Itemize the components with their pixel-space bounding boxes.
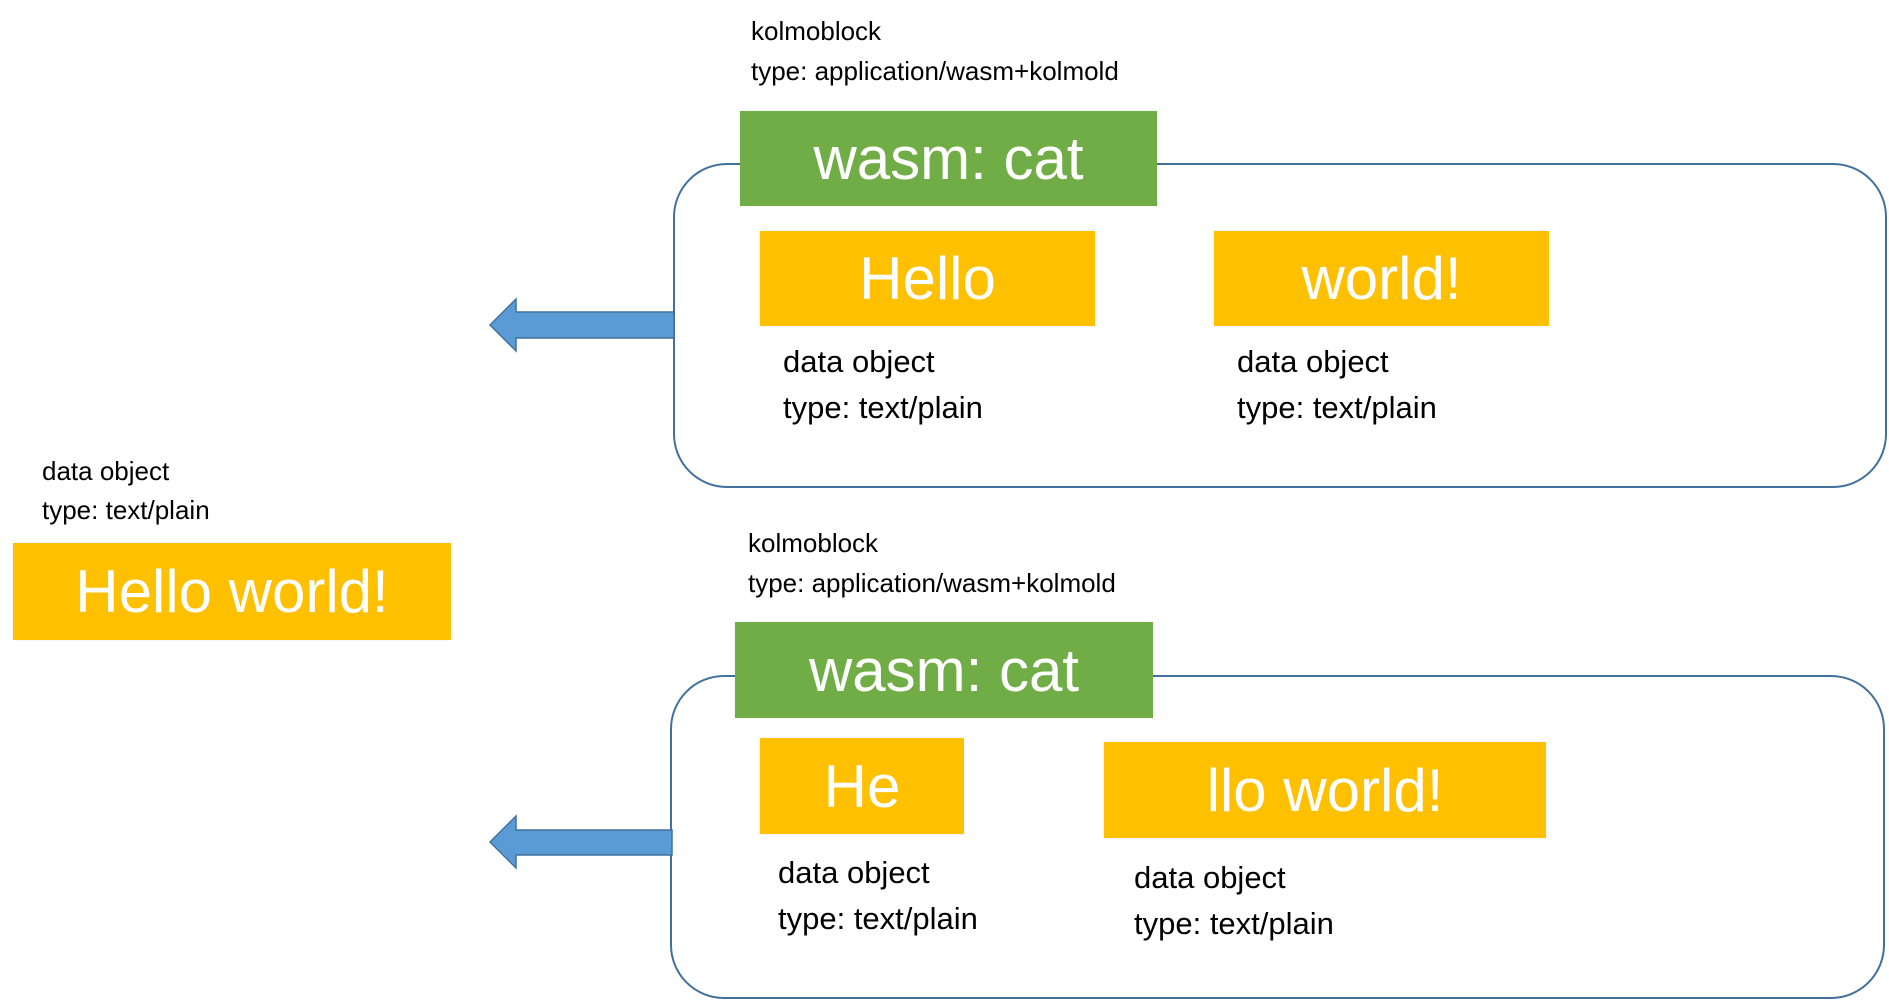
kolmoblock-2-input-1-caption-type: type: text/plain bbox=[778, 901, 978, 936]
arrow-left-icon bbox=[488, 814, 673, 870]
result-caption-type: type: text/plain bbox=[42, 495, 210, 525]
kolmoblock-2-input-1-box: He bbox=[760, 738, 964, 834]
kolmoblock-1-input-1-caption-type: type: text/plain bbox=[783, 390, 983, 425]
kolmoblock-2-function-label: wasm: cat bbox=[735, 622, 1153, 718]
kolmoblock-1-input-2-caption-type: type: text/plain bbox=[1237, 390, 1437, 425]
result-value-box: Hello world! bbox=[13, 543, 451, 640]
kolmoblock-2-input-1-caption-title: data object bbox=[778, 855, 930, 890]
kolmoblock-2-input-2-caption-type: type: text/plain bbox=[1134, 906, 1334, 941]
kolmoblock-1-caption-title: kolmoblock bbox=[751, 16, 882, 46]
kolmoblock-1-input-1-caption-title: data object bbox=[783, 344, 935, 379]
kolmoblock-2-input-2-box: llo world! bbox=[1104, 742, 1546, 838]
kolmoblock-1-function-label: wasm: cat bbox=[740, 111, 1157, 206]
kolmoblock-2-caption-type: type: application/wasm+kolmold bbox=[748, 568, 1116, 598]
kolmoblock-1-input-2-caption-title: data object bbox=[1237, 344, 1389, 379]
kolmoblock-1-input-2-box: world! bbox=[1214, 231, 1549, 326]
kolmoblock-2-caption-title: kolmoblock bbox=[748, 528, 879, 558]
kolmoblock-1-input-1-box: Hello bbox=[760, 231, 1095, 326]
kolmoblock-2-input-2-caption-title: data object bbox=[1134, 860, 1286, 895]
kolmoblock-1-caption-type: type: application/wasm+kolmold bbox=[751, 56, 1119, 86]
result-caption-title: data object bbox=[42, 456, 170, 486]
arrow-left-icon bbox=[488, 297, 675, 353]
